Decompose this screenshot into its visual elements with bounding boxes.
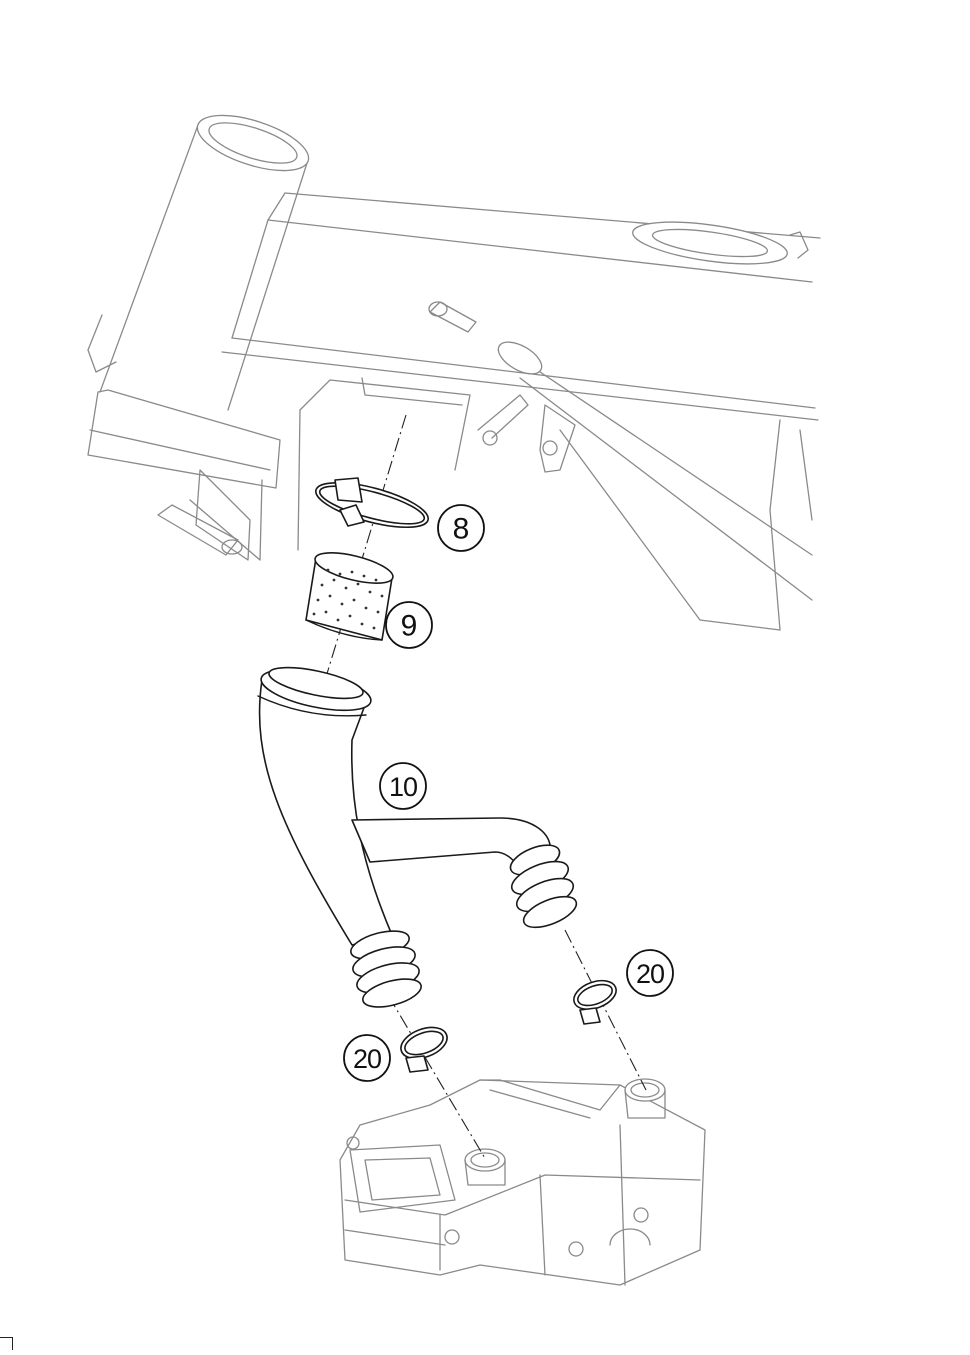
callout-10[interactable]: 10 [379,762,427,810]
bellows-right [509,844,578,929]
assembly-lines [321,414,647,1161]
clamp-large-part[interactable] [312,474,433,537]
clamp-small-right-part[interactable] [570,975,620,1025]
clamp-small-left-part[interactable] [397,1022,452,1073]
frame-outline [87,114,821,631]
filter-screen-part[interactable] [305,547,396,641]
figure-code [0,1337,13,1350]
callout-8[interactable]: 8 [437,504,485,552]
cylinder-head-outline [339,1078,706,1286]
callout-9[interactable]: 9 [385,601,433,649]
callout-8-label: 8 [453,513,470,546]
callout-10-label: 10 [389,772,417,802]
callout-9-label: 9 [401,610,418,643]
filter-mesh-dots [312,568,384,630]
bellows-left [350,930,422,1008]
y-hose-part[interactable] [257,661,581,1012]
callout-20-left-label: 20 [353,1044,381,1074]
callout-20-right-label: 20 [636,959,664,989]
callout-20-right[interactable]: 20 [626,949,674,997]
callout-20-left[interactable]: 20 [343,1034,391,1082]
